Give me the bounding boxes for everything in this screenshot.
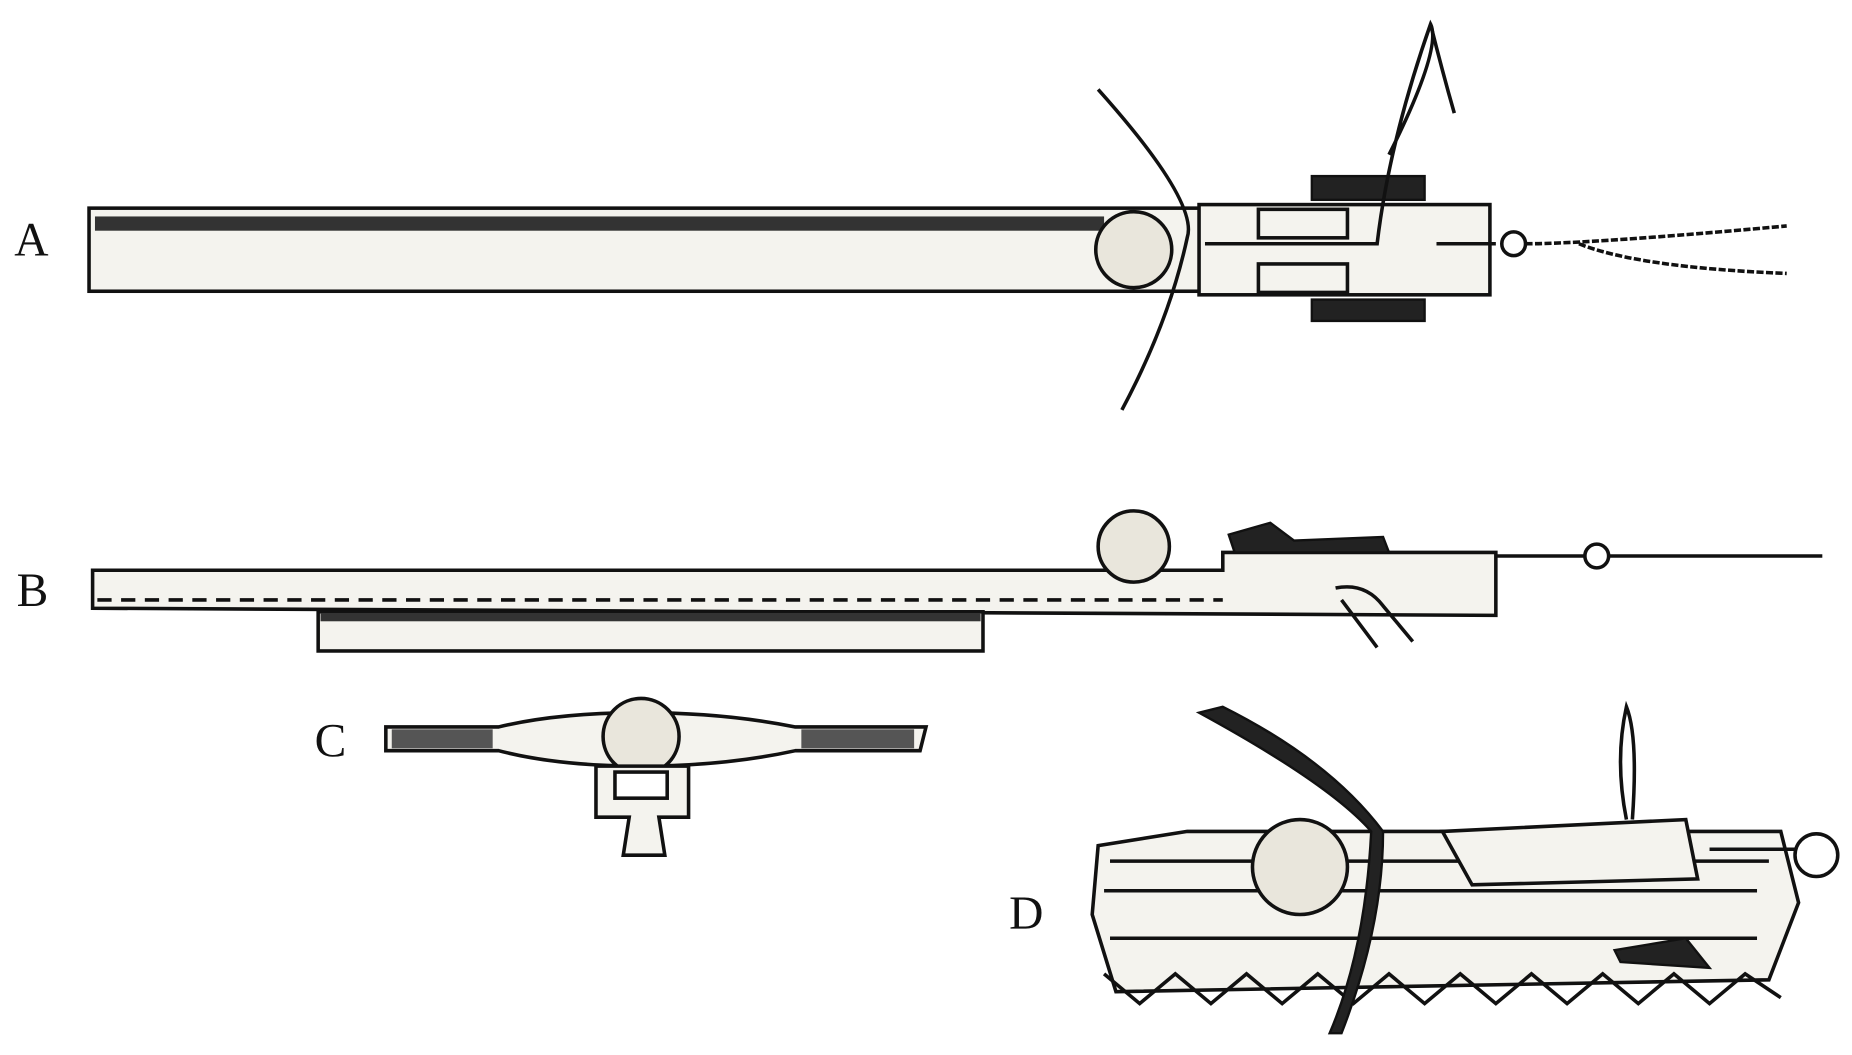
hatch-left bbox=[391, 729, 493, 749]
trigger bbox=[1612, 936, 1713, 970]
rope bbox=[1525, 224, 1787, 276]
groove-shadow bbox=[94, 216, 1105, 231]
serrated-edge bbox=[1102, 971, 1782, 1006]
label-a: A bbox=[14, 215, 48, 267]
bow-limb bbox=[1195, 705, 1385, 1035]
plate-upper bbox=[1256, 207, 1350, 240]
trigger-lever bbox=[1204, 19, 1435, 246]
ring bbox=[1583, 542, 1611, 570]
axle-upper bbox=[1310, 174, 1426, 202]
trigger-lever bbox=[1618, 700, 1637, 820]
label-d: D bbox=[1009, 888, 1043, 940]
nut-plate bbox=[1439, 817, 1700, 887]
nut-mechanism bbox=[1227, 521, 1391, 554]
ball bbox=[1096, 509, 1172, 584]
view-b: B bbox=[17, 509, 1823, 653]
view-c: C bbox=[315, 696, 929, 857]
axle-lower bbox=[1310, 298, 1426, 323]
groove-section bbox=[613, 770, 669, 800]
ball bbox=[1250, 817, 1350, 917]
view-a: A bbox=[14, 19, 1787, 411]
hatch-right bbox=[801, 729, 915, 749]
bow-limb bbox=[1096, 88, 1191, 411]
label-b: B bbox=[17, 565, 49, 617]
ball bbox=[1093, 209, 1174, 290]
view-d: D bbox=[1009, 700, 1840, 1035]
rail-shadow bbox=[320, 612, 981, 622]
string-tie bbox=[1428, 23, 1457, 114]
trigger bbox=[1335, 585, 1415, 649]
ring bbox=[1793, 832, 1840, 879]
ring bbox=[1500, 230, 1528, 258]
plate-lower bbox=[1256, 262, 1350, 295]
stock-side bbox=[90, 550, 1498, 618]
ball bbox=[601, 696, 681, 777]
label-c: C bbox=[315, 716, 347, 768]
